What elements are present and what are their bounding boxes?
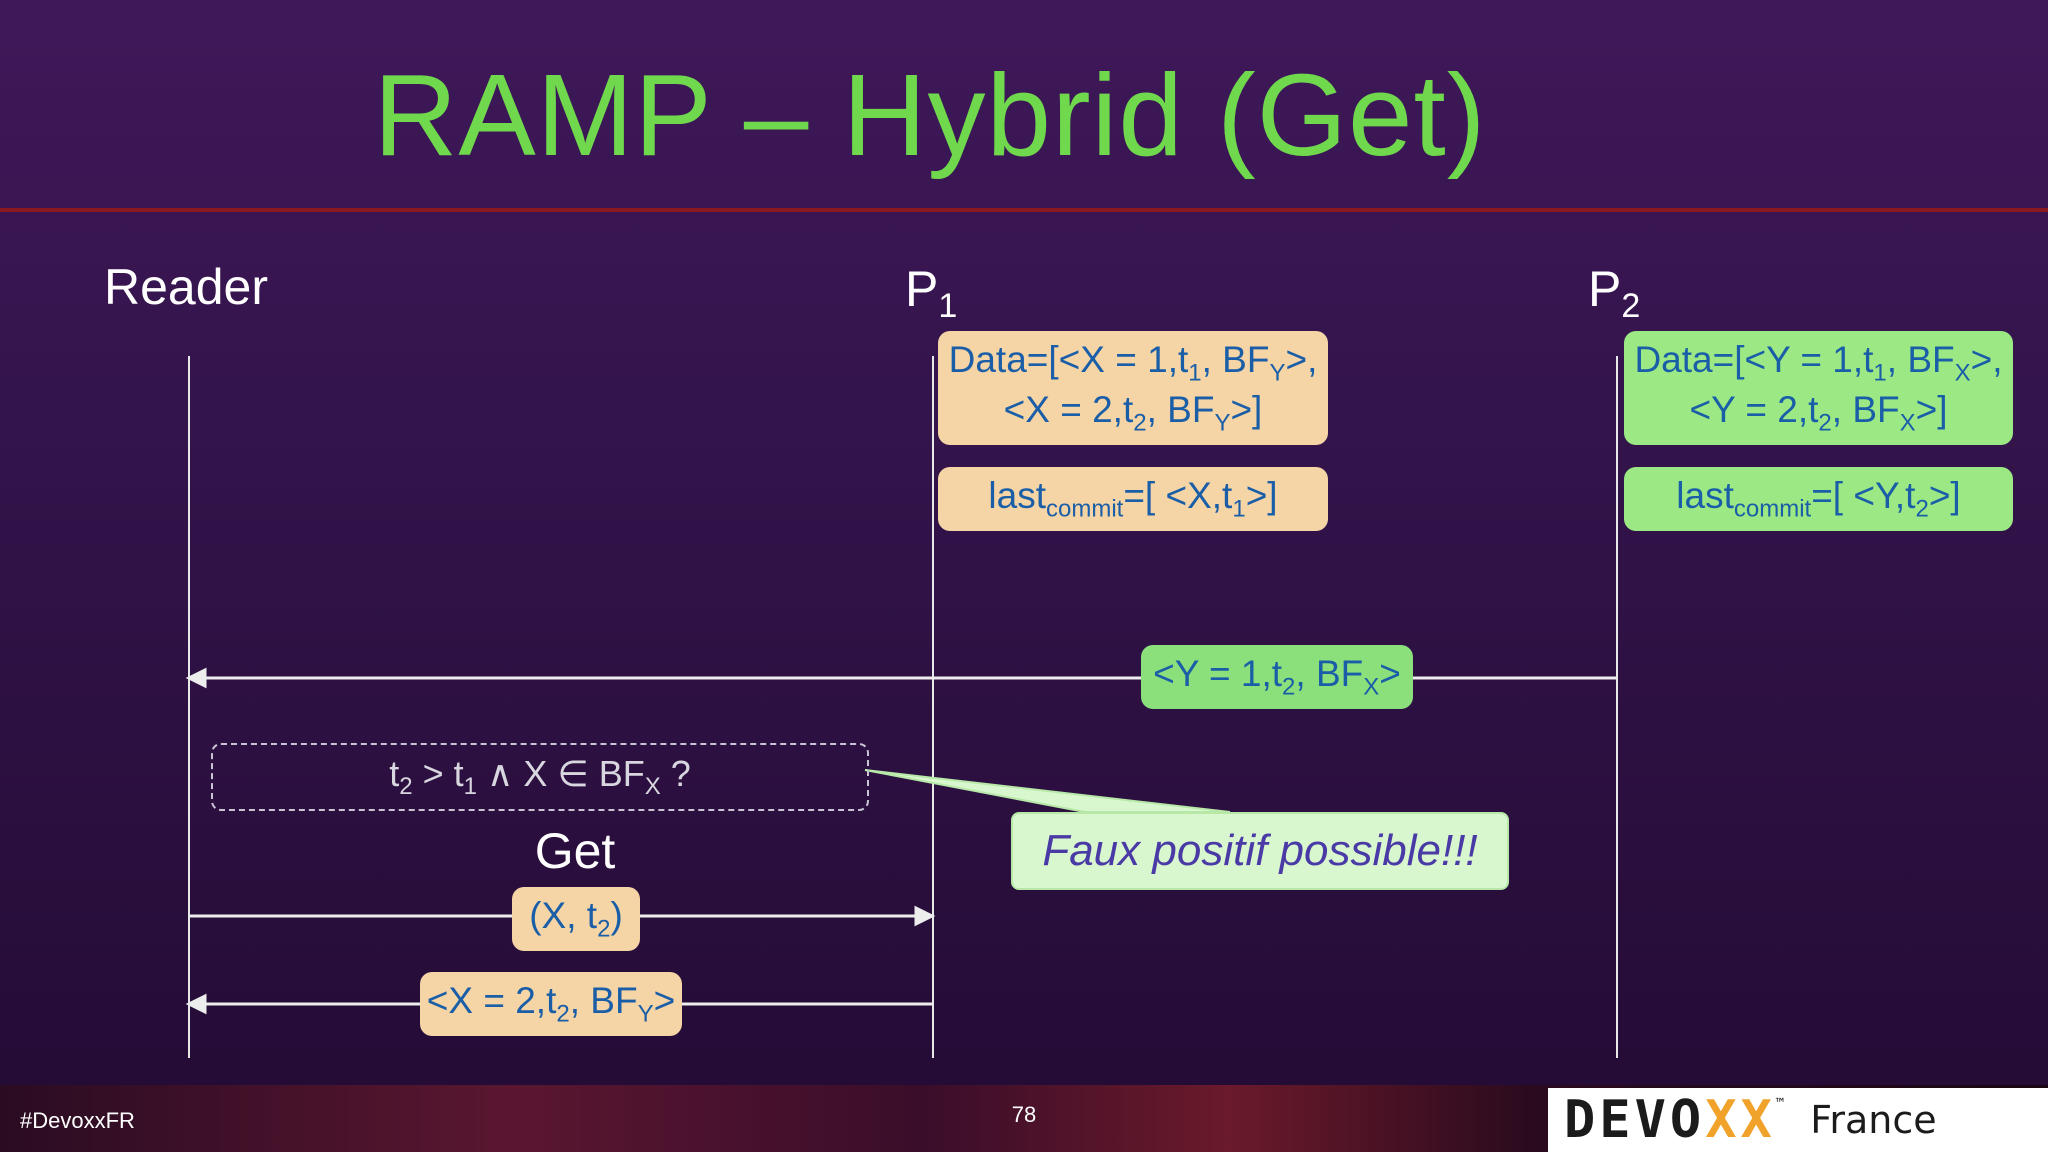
footer-hashtag: #DevoxxFR [20, 1108, 135, 1133]
get-request-box: (X, t2) [512, 887, 640, 951]
p2-data-line1: Data=[<Y = 1,t1, BFX>, [1634, 338, 2003, 387]
actor-p2: P2 [1588, 260, 1640, 326]
p1-last-commit-text: lastcommit=[ <X,t1>] [988, 474, 1278, 523]
actor-p1-base: P [905, 261, 939, 317]
false-positive-note: Faux positif possible!!! [1011, 812, 1509, 890]
actor-reader: Reader [104, 259, 268, 315]
slide-title: RAMP – Hybrid (Get) [373, 50, 1487, 180]
actor-p2-base: P [1588, 261, 1622, 317]
get-response-box: <X = 2,t2, BFY> [420, 972, 682, 1036]
arrowhead-p2-to-reader [185, 667, 207, 689]
p1-data-line2: <X = 2,t2, BFY>] [1003, 389, 1263, 437]
callout-pointer [864, 769, 1231, 813]
lifeline-reader [188, 356, 190, 1058]
p2-last-commit-text: lastcommit=[ <Y,t2>] [1676, 474, 1961, 523]
logo-trademark: ™ [1775, 1096, 1785, 1112]
p2-last-commit-box: lastcommit=[ <Y,t2>] [1624, 467, 2013, 531]
get-label: Get [534, 823, 616, 879]
message-p2-to-reader-text: <Y = 1,t2, BFX> [1153, 652, 1401, 701]
lifeline-p1 [932, 356, 934, 1058]
p1-data-line1: Data=[<X = 1,t1, BFY>, [948, 338, 1318, 387]
get-response-text: <X = 2,t2, BFY> [426, 979, 676, 1028]
logo-subtitle: France [1810, 1098, 1937, 1142]
condition-text: t2 > t1 ∧ X ∈ BFX ? [389, 752, 691, 801]
title-divider [0, 208, 2048, 212]
condition-box: t2 > t1 ∧ X ∈ BFX ? [211, 743, 869, 811]
devoxx-france-logo: DEVOXX ™ France [1548, 1088, 2048, 1152]
actor-p2-sub: 2 [1621, 287, 1641, 325]
lifeline-p2 [1616, 356, 1618, 1058]
p2-data-line2: <Y = 2,t2, BFX>] [1689, 389, 1948, 437]
arrowhead-p1-to-reader [185, 993, 207, 1015]
logo-wordmark: DEVOXX [1564, 1090, 1776, 1150]
get-request-text: (X, t2) [529, 894, 623, 943]
message-p2-to-reader: <Y = 1,t2, BFX> [1141, 645, 1413, 709]
actor-p1: P1 [905, 260, 957, 326]
page-number: 78 [1011, 1102, 1037, 1127]
actor-p1-sub: 1 [938, 287, 958, 325]
arrowhead-reader-to-p1 [914, 905, 936, 927]
p2-data-box: Data=[<Y = 1,t1, BFX>, <Y = 2,t2, BFX>] [1624, 331, 2013, 445]
p1-last-commit-box: lastcommit=[ <X,t1>] [938, 467, 1328, 531]
p1-data-box: Data=[<X = 1,t1, BFY>, <X = 2,t2, BFY>] [938, 331, 1328, 445]
